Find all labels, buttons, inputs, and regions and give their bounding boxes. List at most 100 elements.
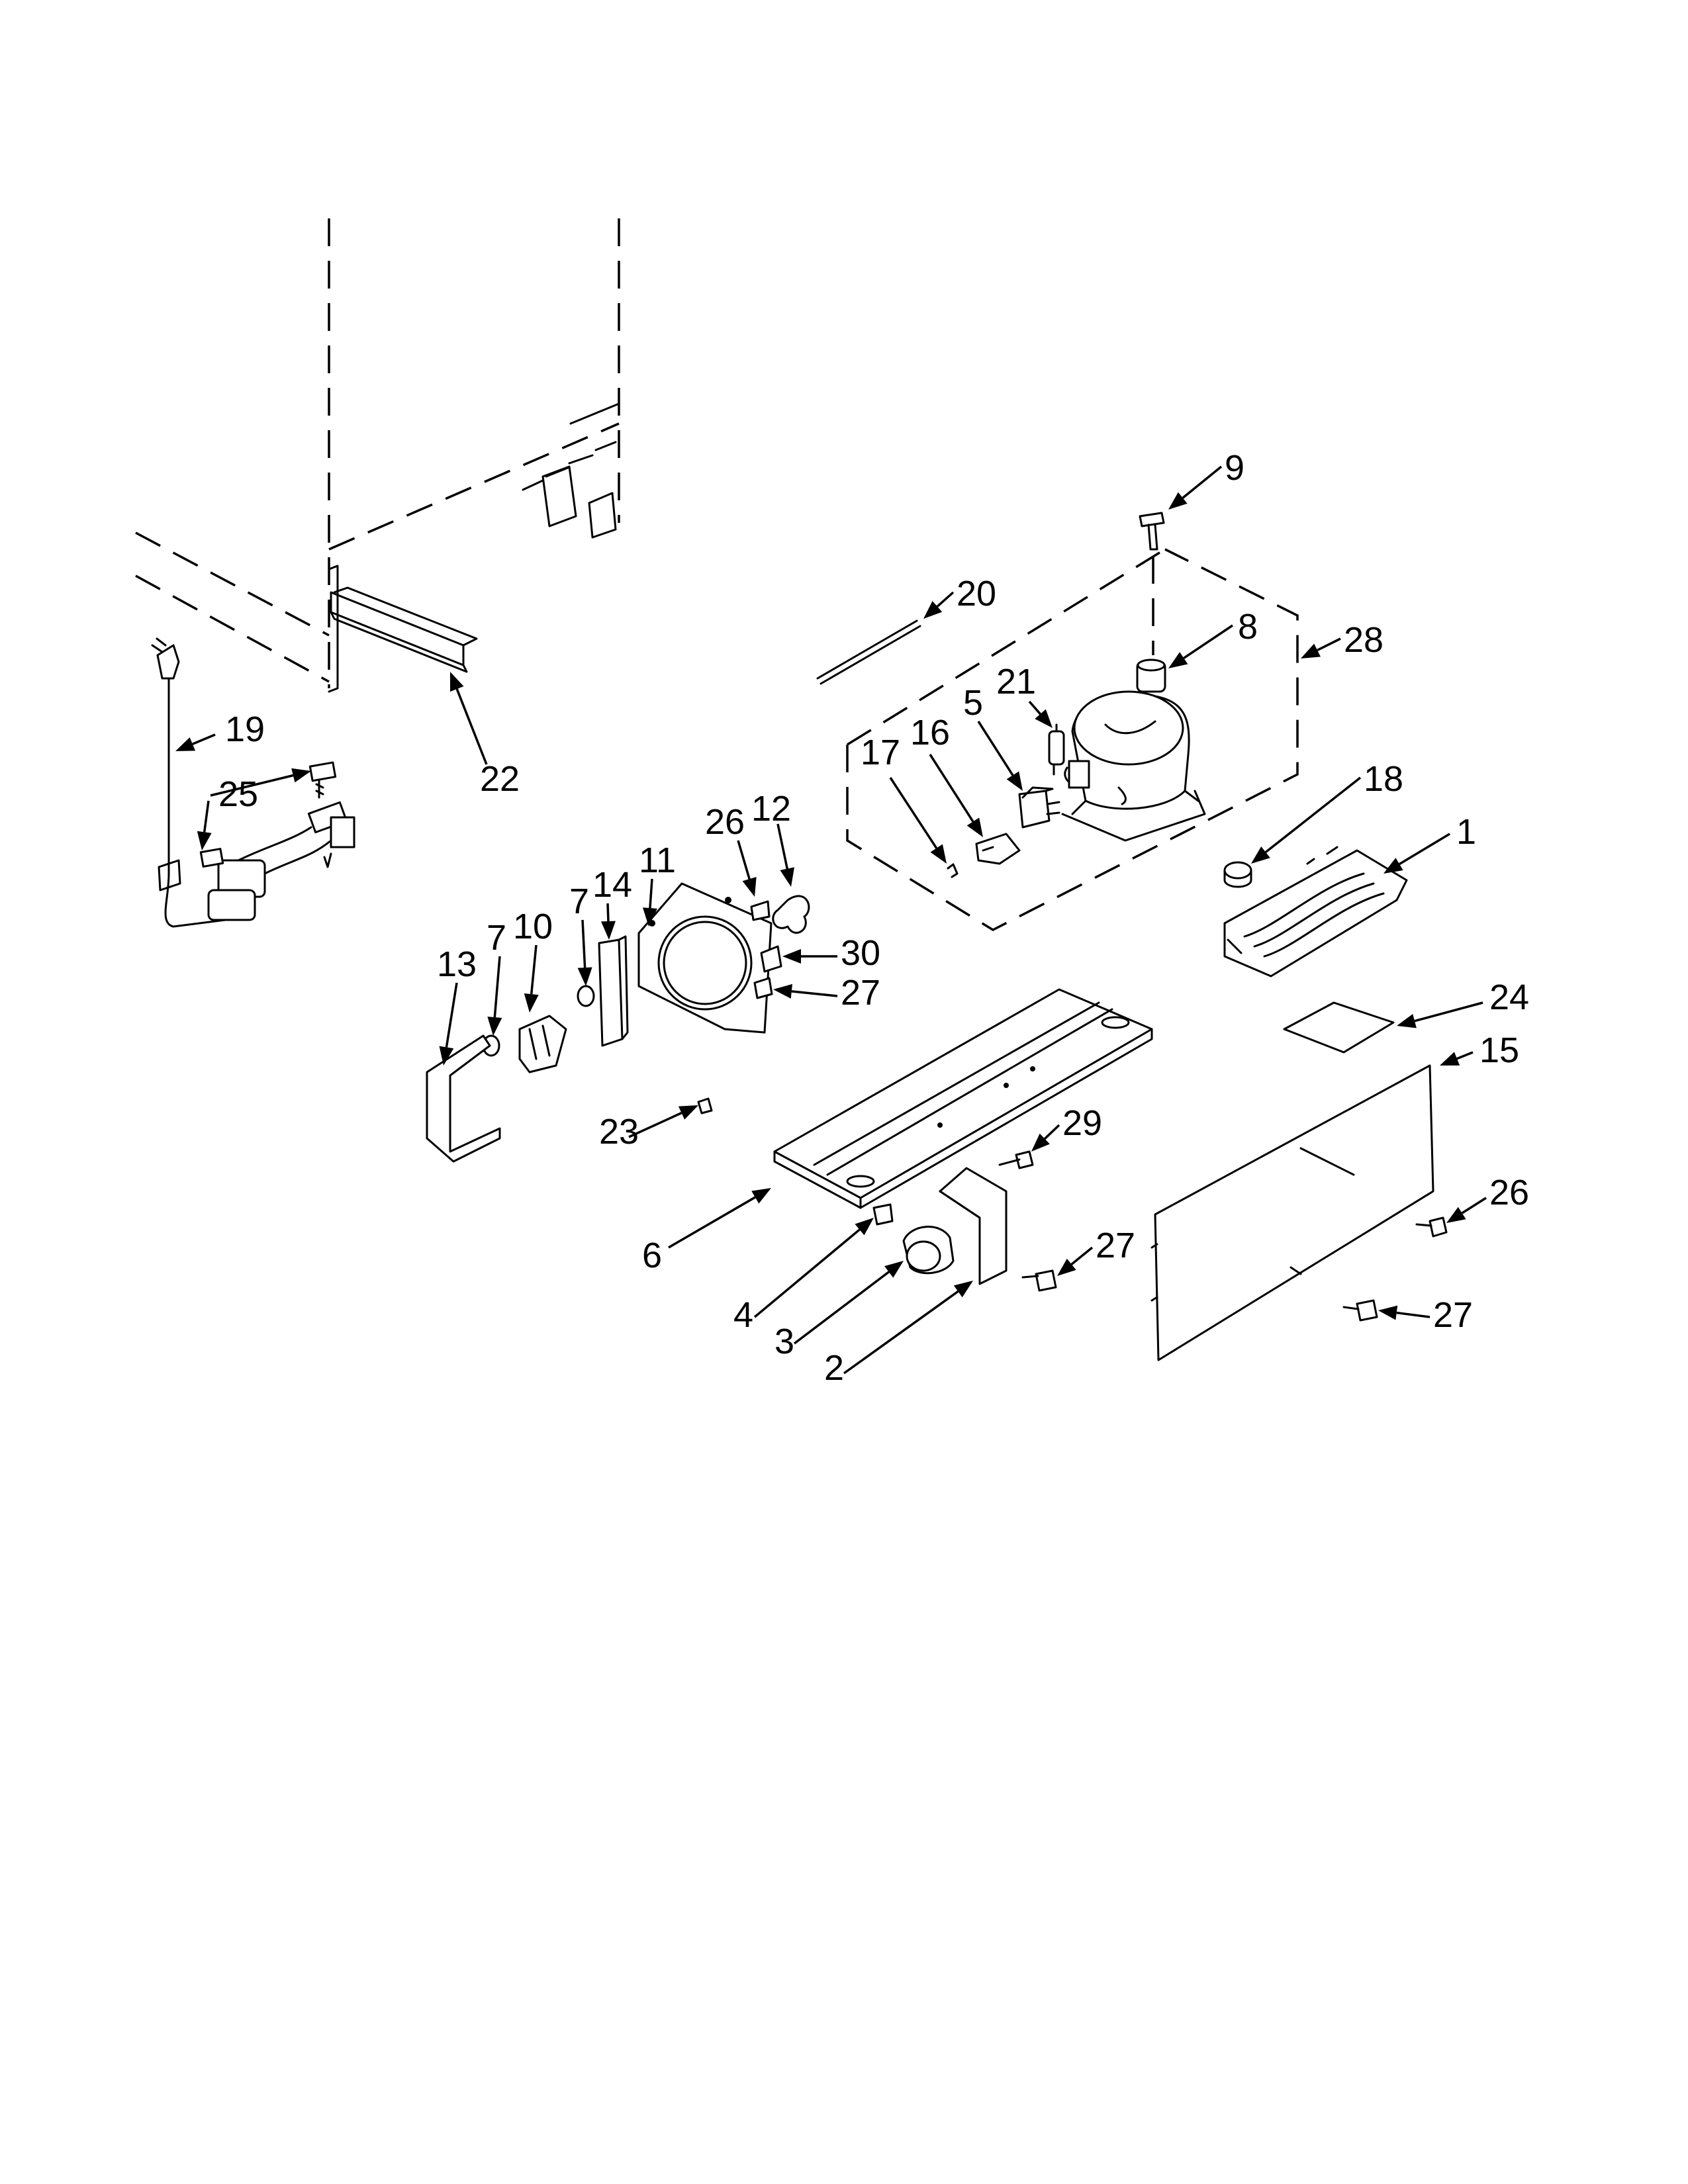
- callout-29: 29: [1062, 1103, 1102, 1143]
- leader-line: [668, 1196, 756, 1249]
- arrowhead: [923, 601, 943, 619]
- leader-line: [1414, 1001, 1483, 1023]
- arrowhead: [1031, 1133, 1050, 1152]
- arrowhead: [966, 817, 983, 837]
- part-19-power-cord: [151, 637, 355, 928]
- leader-line: [1399, 833, 1450, 866]
- callout-2: 2: [824, 1348, 844, 1388]
- leader-line: [936, 591, 955, 608]
- part-9-bolt: [1139, 512, 1165, 655]
- callout-11: 11: [639, 841, 676, 880]
- callout-8: 8: [1238, 607, 1258, 647]
- part-30-grommet: [760, 945, 782, 973]
- callout-5: 5: [963, 683, 983, 723]
- leader-line: [192, 733, 216, 745]
- leader-line: [1183, 624, 1233, 659]
- leader-line: [843, 1290, 959, 1375]
- part-27-screw-fan: [753, 977, 773, 999]
- callout-9: 9: [1225, 448, 1244, 488]
- arrowhead: [953, 1281, 973, 1298]
- callout-21: 21: [996, 662, 1036, 702]
- leader-line: [977, 721, 1014, 776]
- arrowhead: [1251, 846, 1270, 864]
- part-23-clip: [697, 1097, 713, 1115]
- callout-7: 7: [569, 882, 589, 921]
- callout-10: 10: [513, 907, 553, 946]
- leader-line: [493, 956, 501, 1018]
- callout-16: 16: [910, 713, 950, 752]
- leader-line: [649, 878, 653, 909]
- callout-1: 1: [1456, 812, 1476, 852]
- callout-26: 26: [705, 802, 745, 842]
- arrowhead: [1168, 652, 1188, 668]
- arrowhead: [780, 867, 794, 887]
- arrowhead: [782, 949, 801, 964]
- callout-13: 13: [437, 944, 477, 984]
- part-5-relay: [1018, 786, 1060, 829]
- leader-line: [1456, 1051, 1474, 1060]
- leader-line: [753, 1228, 861, 1318]
- part-22-channel: [330, 586, 478, 673]
- arrowhead: [642, 907, 657, 927]
- leader-line: [1182, 465, 1223, 499]
- part-6-base-rail: [773, 988, 1153, 1209]
- part-2-bracket: [939, 1167, 1008, 1285]
- callout-17: 17: [861, 733, 900, 772]
- callout-24: 24: [1489, 978, 1529, 1017]
- part-16-cover: [975, 833, 1021, 865]
- callout-18: 18: [1364, 759, 1403, 799]
- arrowhead: [1397, 1014, 1417, 1028]
- arrowhead: [742, 877, 757, 897]
- leader-line: [628, 1112, 682, 1138]
- arrowhead: [450, 672, 464, 692]
- arrowhead: [1446, 1206, 1466, 1223]
- compressor: [1061, 690, 1206, 842]
- part-24-pad: [1283, 1001, 1395, 1054]
- arrowhead: [1301, 643, 1321, 659]
- arrowhead: [1035, 709, 1053, 728]
- leader-line: [445, 982, 458, 1048]
- leader-line: [1070, 1246, 1094, 1265]
- callout-28: 28: [1344, 620, 1383, 660]
- part-20-tube: [816, 619, 921, 685]
- callout-25: 25: [218, 774, 258, 814]
- leader-line: [1396, 1311, 1430, 1318]
- callout-22: 22: [480, 759, 520, 799]
- callout-27: 27: [841, 973, 880, 1013]
- arrowhead: [600, 921, 616, 940]
- part-12-fan-blade: [772, 895, 810, 934]
- callout-15: 15: [1479, 1030, 1519, 1070]
- leader-line: [793, 1271, 890, 1345]
- arrowhead: [1057, 1258, 1076, 1276]
- leader-line: [1264, 776, 1362, 854]
- part-8-grommet: [1136, 659, 1166, 693]
- callout-27: 27: [1096, 1226, 1135, 1265]
- leader-line: [455, 688, 488, 765]
- callout-26: 26: [1489, 1173, 1529, 1212]
- arrowhead: [773, 983, 792, 999]
- leader-line: [776, 823, 788, 869]
- callout-4: 4: [733, 1295, 753, 1335]
- arrowhead: [884, 1261, 904, 1278]
- leader-line: [737, 840, 751, 880]
- leader-line: [581, 919, 586, 968]
- leader-line: [1317, 637, 1341, 652]
- arrowhead: [930, 844, 947, 864]
- arrowhead: [197, 831, 212, 850]
- callout-23: 23: [599, 1112, 639, 1152]
- arrowhead: [175, 737, 196, 751]
- arrowhead: [855, 1218, 874, 1236]
- callout-14: 14: [592, 865, 632, 905]
- part-15-panel: [1150, 1064, 1434, 1361]
- arrowhead: [439, 1046, 454, 1066]
- callout-19: 19: [225, 709, 265, 749]
- callout-27: 27: [1433, 1295, 1473, 1335]
- part-25-screw: [199, 761, 337, 868]
- leader-line: [210, 774, 294, 797]
- leader-line: [1461, 1197, 1487, 1214]
- leader-line: [203, 800, 210, 833]
- arrowhead: [1168, 492, 1188, 510]
- part-18-grommet: [1223, 861, 1252, 888]
- arrowhead: [1383, 858, 1403, 874]
